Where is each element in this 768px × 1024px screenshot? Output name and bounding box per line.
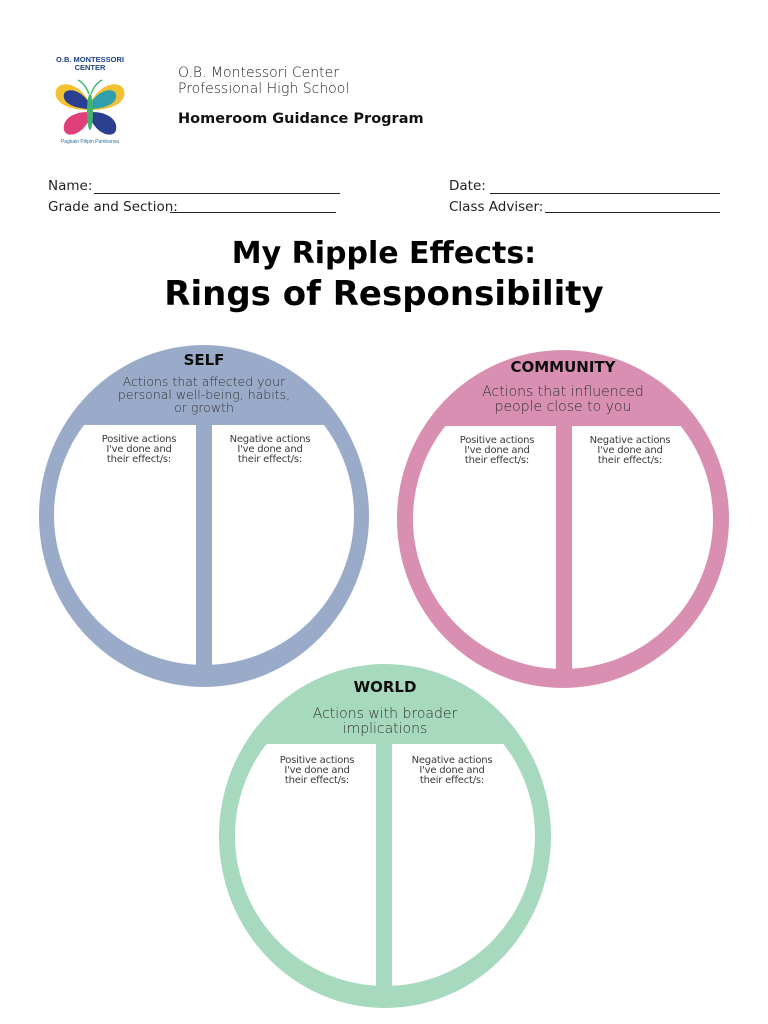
world-negative-area[interactable]: Negative actions I've done and their eff… xyxy=(392,744,535,986)
grade-section-label: Grade and Section: xyxy=(48,199,178,215)
world-ring-name: WORLD xyxy=(353,678,417,696)
school-line-1: O.B. Montessori Center xyxy=(178,65,339,81)
date-label: Date: xyxy=(449,178,486,194)
community-ring: COMMUNITY Actions that influenced people… xyxy=(397,350,729,688)
community-ring-name: COMMUNITY xyxy=(510,358,616,376)
self-positive-area[interactable]: Positive actions I've done and their eff… xyxy=(54,425,196,665)
worksheet-title-line-1: My Ripple Effects: xyxy=(231,236,537,271)
world-positive-label: Positive actions I've done and their eff… xyxy=(279,755,355,786)
community-ring-description: Actions that influenced people close to … xyxy=(482,384,644,415)
community-ring-header: COMMUNITY Actions that influenced people… xyxy=(397,358,729,415)
adviser-line[interactable] xyxy=(545,212,720,213)
world-ring-description: Actions with broader implications xyxy=(312,706,458,737)
grade-section-field[interactable]: Grade and Section: xyxy=(48,199,336,215)
community-negative-area[interactable]: Negative actions I've done and their eff… xyxy=(572,426,713,669)
community-positive-label: Positive actions I've done and their eff… xyxy=(459,435,535,466)
self-negative-label: Negative actions I've done and their eff… xyxy=(229,434,311,465)
school-logo: O.B. MONTESSORI CENTER Pagkain Pilipin P… xyxy=(50,52,130,148)
adviser-field[interactable]: Class Adviser: xyxy=(449,199,720,215)
world-positive-area[interactable]: Positive actions I've done and their eff… xyxy=(235,744,376,986)
butterfly-icon xyxy=(55,79,125,135)
self-ring-header: SELF Actions that affected your personal… xyxy=(39,351,369,414)
community-positive-area[interactable]: Positive actions I've done and their eff… xyxy=(413,426,556,669)
world-negative-label: Negative actions I've done and their eff… xyxy=(411,755,493,786)
adviser-label: Class Adviser: xyxy=(449,199,544,215)
self-ring-description: Actions that affected your personal well… xyxy=(117,374,291,415)
self-ring-name: SELF xyxy=(183,351,225,369)
name-field[interactable]: Name: xyxy=(48,178,340,194)
self-positive-label: Positive actions I've done and their eff… xyxy=(101,434,177,465)
logo-motto: Pagkain Pilipin Pambansa xyxy=(60,139,120,145)
world-ring-header: WORLD Actions with broader implications xyxy=(219,678,551,737)
self-negative-area[interactable]: Negative actions I've done and their eff… xyxy=(212,425,354,665)
grade-section-line[interactable] xyxy=(170,212,336,213)
logo-name: O.B. MONTESSORI CENTER xyxy=(56,55,124,72)
worksheet-title-line-2: Rings of Responsibility xyxy=(164,274,604,314)
school-line-2: Professional High School xyxy=(178,81,350,97)
date-field[interactable]: Date: xyxy=(449,178,720,194)
self-ring: SELF Actions that affected your personal… xyxy=(39,345,369,687)
community-negative-label: Negative actions I've done and their eff… xyxy=(589,435,671,466)
program-title: Homeroom Guidance Program xyxy=(178,111,424,127)
world-ring: WORLD Actions with broader implications … xyxy=(219,664,551,1008)
name-line[interactable] xyxy=(94,193,340,194)
school-name: O.B. Montessori Center Professional High… xyxy=(178,65,349,97)
name-label: Name: xyxy=(48,178,93,194)
date-line[interactable] xyxy=(490,193,720,194)
